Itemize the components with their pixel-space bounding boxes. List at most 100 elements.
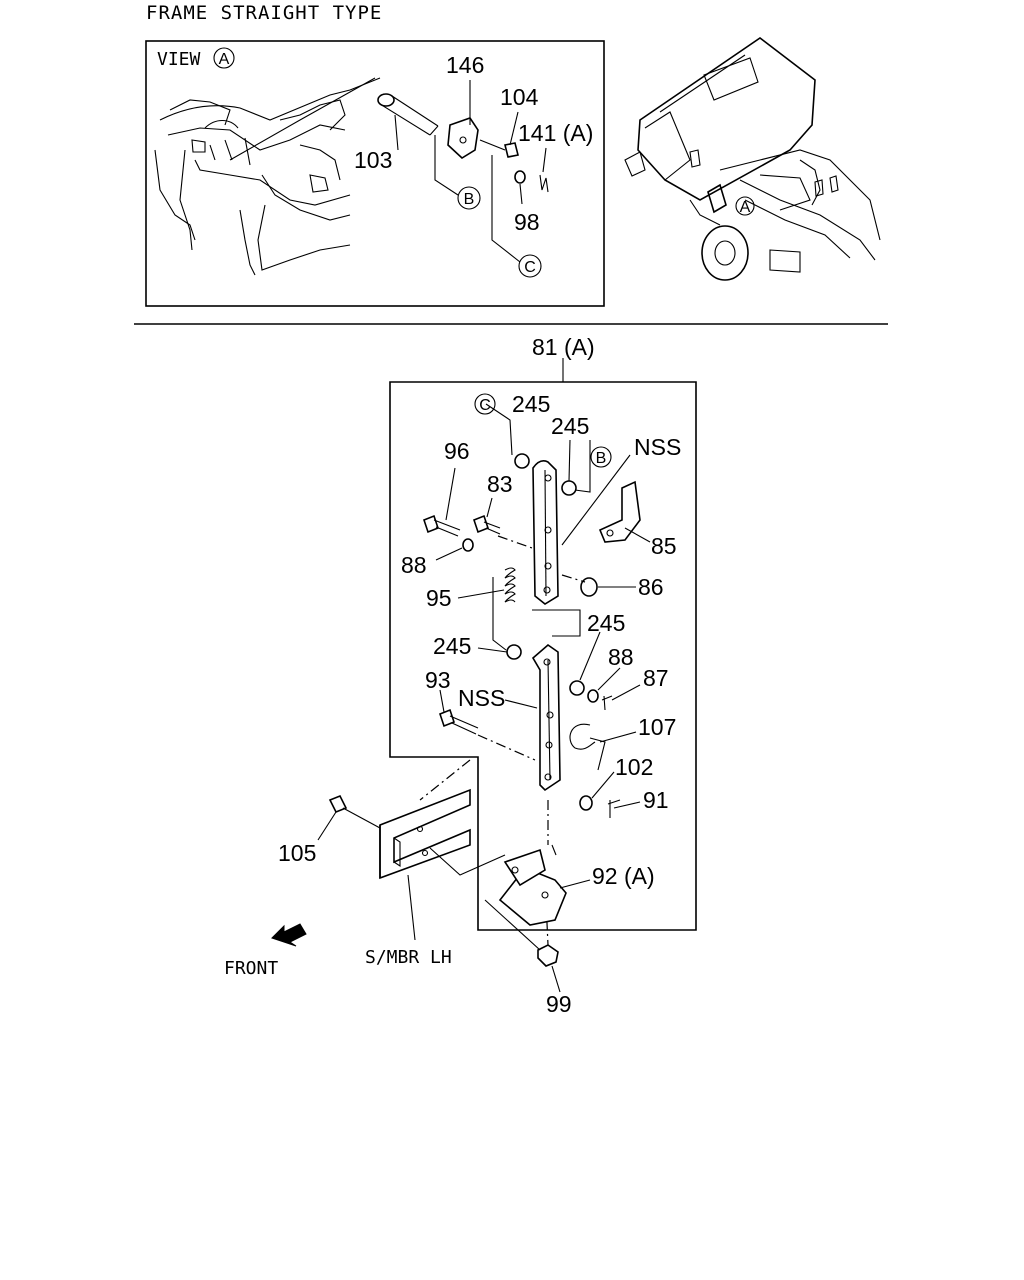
- front-label: FRONT: [224, 958, 278, 979]
- callout-83: 83: [487, 471, 513, 497]
- leader-plate-link: [532, 609, 581, 637]
- washer-245-top-right: [561, 480, 577, 496]
- washer-88-right: [587, 689, 599, 703]
- main-marker-c-letter: C: [479, 397, 491, 414]
- leader-c: [491, 155, 521, 263]
- leader-view-a-frame: [229, 77, 376, 161]
- leader-141: [542, 147, 547, 173]
- bracket-85: [598, 480, 641, 543]
- leader-99: [551, 965, 561, 993]
- callout-245-top-right: 245: [551, 413, 589, 439]
- truck-cab-tilted-sketch: A: [624, 37, 881, 281]
- center-line-96: [497, 535, 533, 549]
- center-line-frame: [419, 759, 471, 801]
- callout-nss-top: NSS: [634, 434, 681, 460]
- callout-141: 141 (A): [518, 120, 593, 146]
- diagram-title: FRAME STRAIGHT TYPE: [146, 2, 383, 24]
- leader-93: [439, 689, 445, 713]
- leader-nss-top: [561, 454, 631, 546]
- spring-95: [504, 567, 516, 603]
- washer-245-mid-right: [569, 680, 585, 696]
- pin-91: [607, 799, 621, 818]
- leader-245-mid-right: [579, 631, 601, 681]
- callout-91: 91: [643, 787, 669, 813]
- leader-245-mid-left: [477, 647, 508, 653]
- leader-b-main: [574, 440, 591, 493]
- callout-85: 85: [651, 533, 677, 559]
- callout-88-left: 88: [401, 552, 427, 578]
- pin-87: [601, 695, 613, 711]
- leader-spring-nut: [492, 577, 507, 651]
- lower-lever-plate: [531, 643, 561, 792]
- main-marker-b-circle: [590, 446, 612, 468]
- callout-92: 92 (A): [592, 863, 655, 889]
- assembly-81-outline: [389, 381, 697, 931]
- center-line-93: [477, 734, 536, 761]
- callout-87: 87: [643, 665, 669, 691]
- washer-98: [514, 170, 526, 184]
- callout-81: 81 (A): [532, 334, 595, 360]
- callout-99: 99: [546, 991, 572, 1017]
- chain-pin-107: [569, 723, 606, 771]
- callout-105: 105: [278, 840, 316, 866]
- view-a-frame: [145, 40, 605, 307]
- callout-102: 102: [615, 754, 653, 780]
- main-marker-c-circle: [474, 393, 496, 415]
- washer-88-left: [462, 538, 474, 552]
- marker-b-letter: B: [464, 191, 475, 208]
- leader-95: [457, 589, 505, 599]
- bolt-83: [473, 514, 501, 535]
- callout-103: 103: [354, 147, 392, 173]
- main-marker-b-letter: B: [596, 450, 607, 467]
- callout-nss-mid: NSS: [458, 685, 505, 711]
- nut-245-top-left: [514, 453, 530, 469]
- marker-c-circle: [518, 254, 542, 278]
- side-member-label: S/MBR LH: [365, 947, 452, 968]
- leader-member-label: [407, 874, 416, 941]
- callout-104: 104: [500, 84, 539, 110]
- callout-245-mid-right: 245: [587, 610, 625, 636]
- bolt-96: [423, 514, 461, 537]
- leader-member-bracket: [429, 847, 506, 876]
- callout-107: 107: [638, 714, 676, 740]
- callout-95: 95: [426, 585, 452, 611]
- view-a-label: VIEW: [157, 49, 201, 70]
- nut-99: [537, 944, 559, 967]
- callout-96: 96: [444, 438, 470, 464]
- leader-88-right: [597, 667, 621, 691]
- leader-bracket-nut: [484, 899, 541, 951]
- bolt-93: [439, 708, 479, 735]
- leader-245-top-right: [568, 439, 571, 482]
- clip-141: [539, 174, 549, 193]
- callout-98: 98: [514, 209, 540, 235]
- callout-86: 86: [638, 574, 664, 600]
- upper-lever-plate: [532, 460, 559, 605]
- leader-85: [624, 527, 651, 543]
- side-member-lh: [379, 788, 471, 880]
- leader-104: [509, 111, 519, 146]
- bolt-104: [479, 139, 519, 158]
- ring-86: [580, 577, 598, 597]
- bracket-92: [498, 844, 567, 926]
- view-a-marker-circle: [213, 47, 235, 69]
- washer-102: [579, 795, 593, 811]
- nut-245-mid-left: [506, 644, 522, 660]
- leader-96: [445, 467, 456, 521]
- marker-c-letter: C: [524, 259, 536, 276]
- leader-102: [591, 771, 615, 799]
- leader-98: [519, 183, 523, 205]
- leader-83: [486, 497, 493, 518]
- pin-103: [377, 93, 439, 136]
- view-a-marker-letter: A: [219, 51, 230, 68]
- center-line-86: [561, 574, 586, 583]
- callout-88-right: 88: [608, 644, 634, 670]
- callout-245-top-left: 245: [512, 391, 550, 417]
- leader-103: [394, 114, 399, 151]
- callout-93: 93: [425, 667, 451, 693]
- leader-91: [613, 801, 641, 809]
- center-line-99: [544, 879, 549, 946]
- callout-245-mid-left: 245: [433, 633, 471, 659]
- leader-107: [599, 731, 637, 743]
